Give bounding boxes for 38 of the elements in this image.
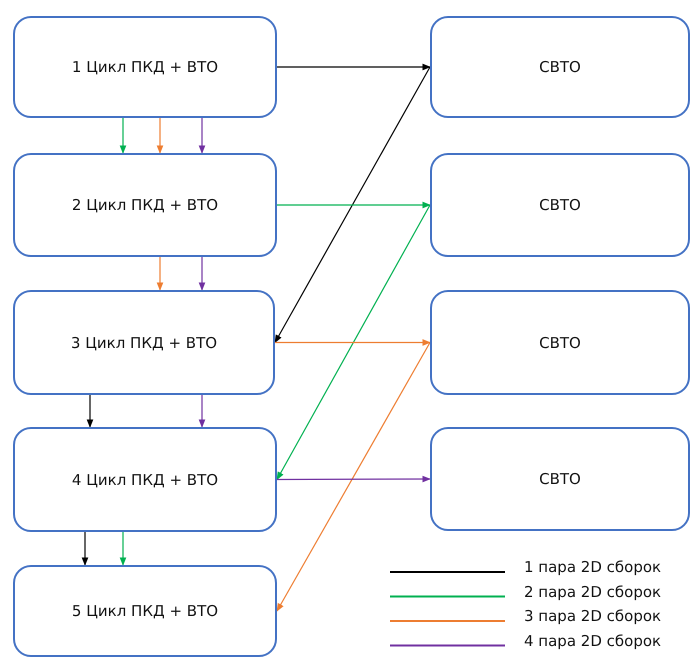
legend-label: 1 пара 2D сборок <box>524 558 662 576</box>
box-label: СВТО <box>539 196 581 214</box>
arrow <box>276 204 431 480</box>
arrow <box>277 64 431 70</box>
box-label: СВТО <box>539 334 581 352</box>
process-box <box>13 427 277 532</box>
arrow <box>156 118 164 154</box>
arrow <box>277 476 431 482</box>
box-label: 5 Цикл ПКД + ВТО <box>72 602 218 620</box>
arrow <box>156 257 164 291</box>
arrow <box>120 532 126 566</box>
box-label: 1 Цикл ПКД + ВТО <box>72 58 218 76</box>
arrow <box>275 339 431 346</box>
arrow <box>86 395 94 428</box>
legend-label: 2 пара 2D сборок <box>524 582 662 600</box>
legend-label: 3 пара 2D сборок <box>524 607 662 625</box>
box-label: 2 Цикл ПКД + ВТО <box>72 196 218 214</box>
process-box <box>430 16 690 118</box>
arrow <box>198 395 206 428</box>
arrow <box>198 118 206 154</box>
process-box <box>13 290 275 395</box>
box-label: СВТО <box>539 470 581 488</box>
arrow <box>276 342 431 612</box>
process-box <box>430 427 690 531</box>
arrow <box>274 66 431 344</box>
legend-label: 4 пара 2D сборок <box>524 632 662 650</box>
process-box <box>13 565 277 657</box>
box-label: СВТО <box>539 58 581 76</box>
process-box <box>430 153 690 257</box>
process-box <box>13 153 277 257</box>
arrow <box>198 257 206 291</box>
process-box <box>13 16 277 118</box>
box-label: 4 Цикл ПКД + ВТО <box>72 470 218 488</box>
arrow <box>82 532 88 566</box>
box-label: 3 Цикл ПКД + ВТО <box>70 334 218 352</box>
arrow <box>277 202 431 208</box>
process-box <box>430 290 690 395</box>
arrow <box>120 118 126 154</box>
